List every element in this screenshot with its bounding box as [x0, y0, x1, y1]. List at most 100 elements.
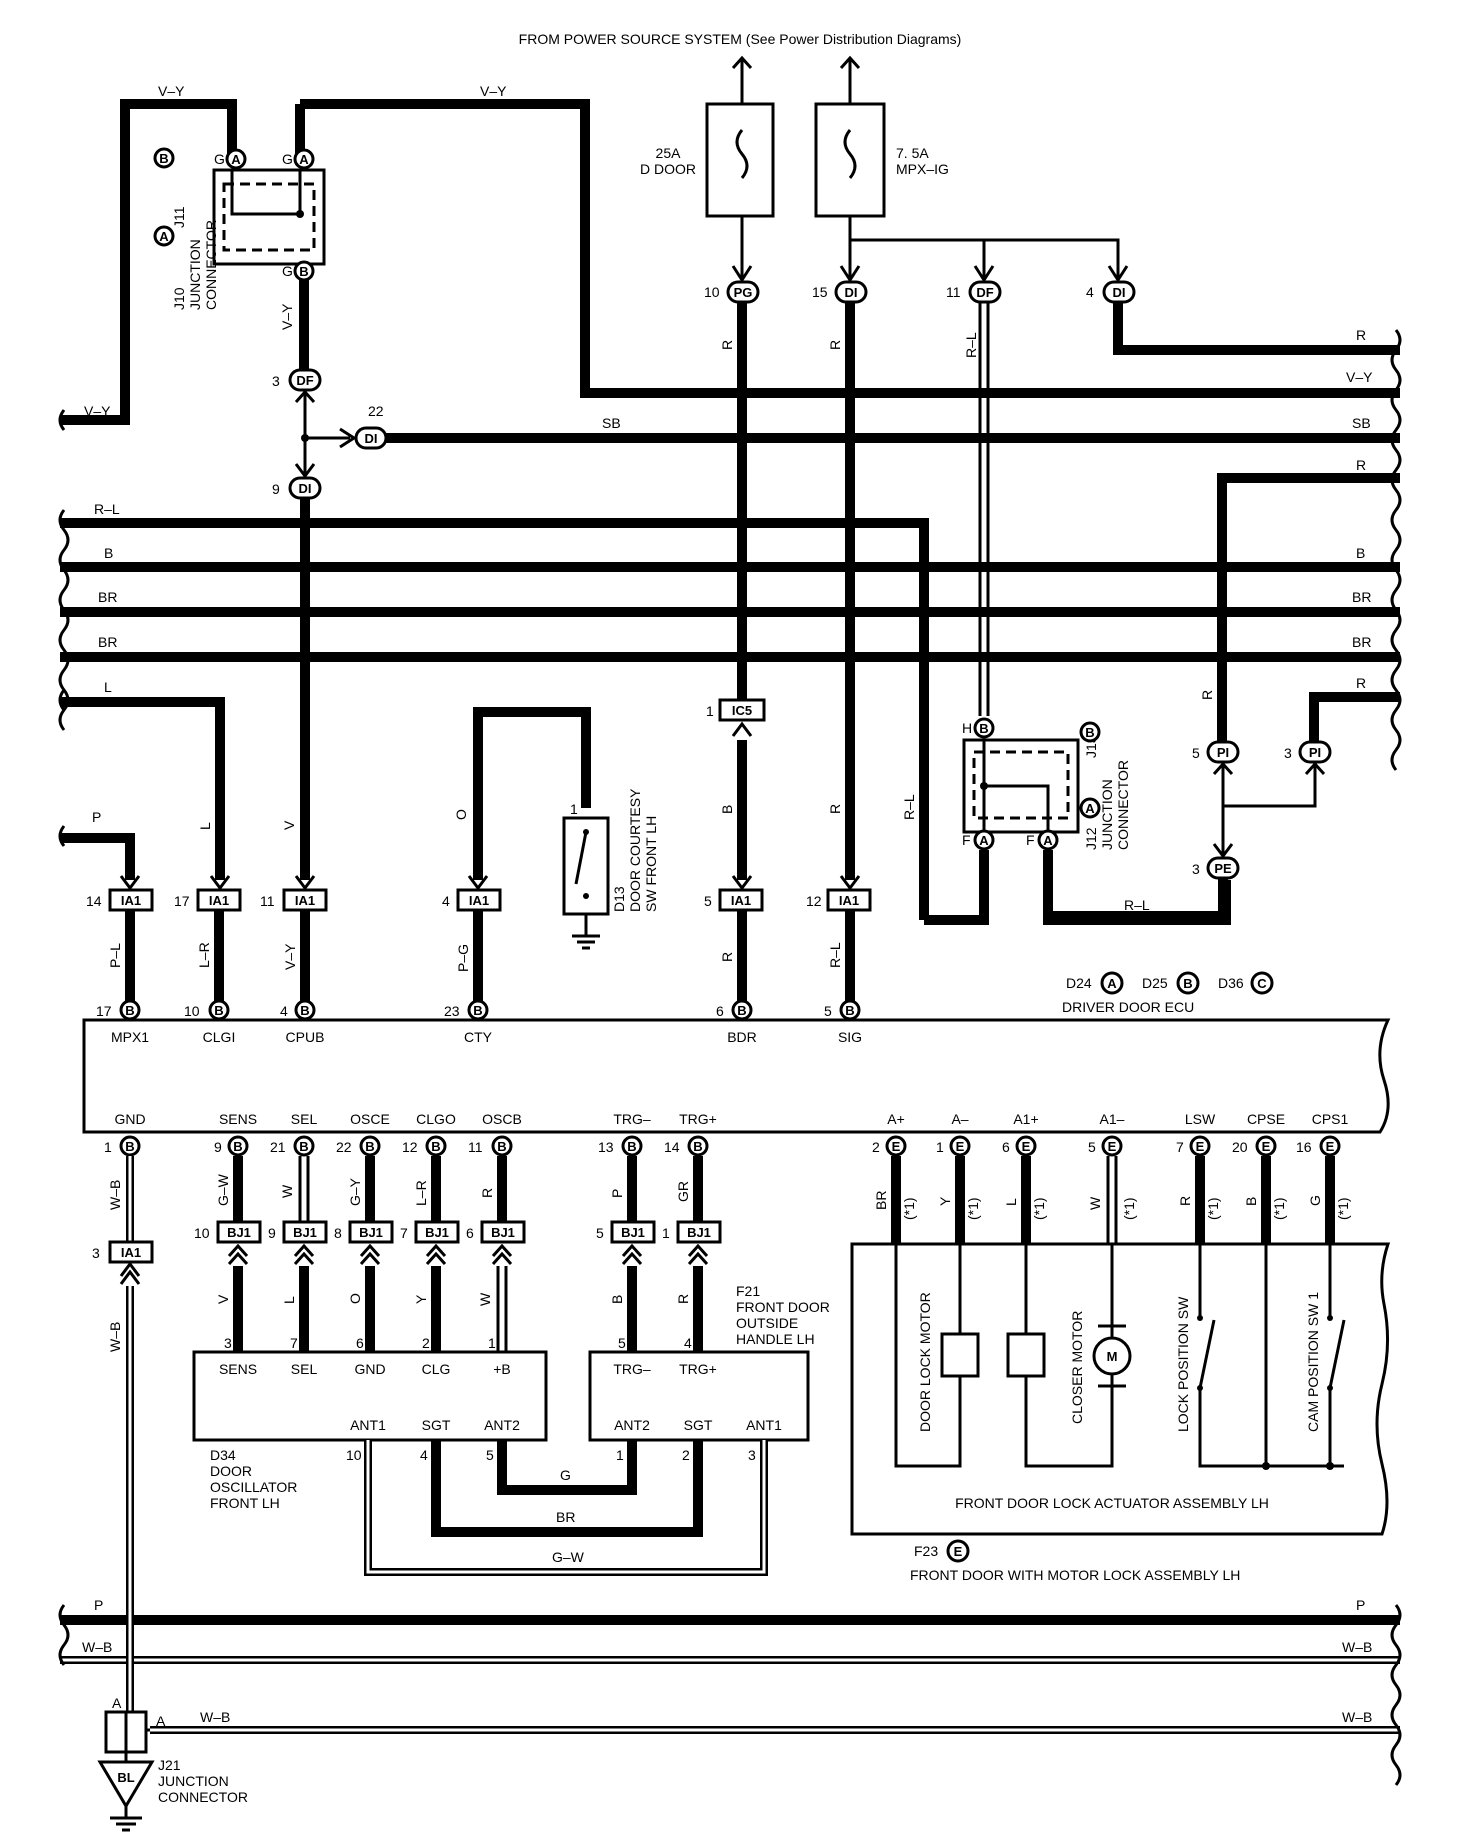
- svg-text:1: 1: [616, 1447, 624, 1463]
- svg-text:R: R: [827, 340, 843, 350]
- svg-text:3: 3: [1284, 745, 1292, 761]
- svg-text:ANT2: ANT2: [484, 1417, 520, 1433]
- wire-label-wb-2r: W–B: [1342, 1709, 1372, 1725]
- svg-text:SEL: SEL: [291, 1361, 318, 1377]
- d34-door-oscillator: SENS SEL GND CLG +B ANT1 SGT ANT2 D34 DO…: [192, 1350, 548, 1511]
- svg-text:7: 7: [1176, 1139, 1184, 1155]
- svg-text:B: B: [845, 1003, 854, 1018]
- svg-text:E: E: [1196, 1139, 1205, 1154]
- wire-label-p-right: P: [1356, 1597, 1365, 1613]
- svg-text:FRONT LH: FRONT LH: [210, 1495, 280, 1511]
- svg-text:B: B: [979, 721, 988, 736]
- svg-text:3: 3: [92, 1245, 100, 1261]
- svg-text:5: 5: [618, 1335, 626, 1351]
- svg-text:OUTSIDE: OUTSIDE: [736, 1315, 798, 1331]
- svg-text:PE: PE: [1214, 861, 1232, 876]
- svg-text:B: B: [233, 1139, 242, 1154]
- svg-text:A: A: [299, 152, 309, 167]
- svg-text:BL: BL: [117, 1770, 134, 1785]
- fuse-7-5a: 7. 5A MPX–IG: [814, 55, 949, 218]
- svg-text:5: 5: [596, 1225, 604, 1241]
- wire-label-vy-top: V–Y: [480, 83, 507, 99]
- svg-text:B: B: [300, 1003, 309, 1018]
- svg-text:CONNECTOR: CONNECTOR: [1115, 760, 1131, 850]
- svg-text:B: B: [159, 151, 168, 166]
- svg-text:B: B: [627, 1139, 636, 1154]
- svg-text:IA1: IA1: [469, 893, 489, 908]
- ia1-row: IA1 14 P–L L IA1 17 L–R V IA1 11 V–Y IA1…: [86, 820, 872, 1004]
- svg-text:G: G: [1307, 1195, 1323, 1206]
- svg-text:O: O: [453, 809, 469, 820]
- svg-text:B: B: [1243, 1197, 1259, 1206]
- svg-text:G: G: [560, 1467, 571, 1483]
- svg-text:B: B: [365, 1139, 374, 1154]
- wire-label-sb-right: SB: [1352, 415, 1371, 431]
- svg-text:9: 9: [272, 481, 280, 497]
- svg-text:FRONT DOOR: FRONT DOOR: [736, 1299, 830, 1315]
- svg-text:CLG: CLG: [422, 1361, 451, 1377]
- wire-label-l: L: [104, 679, 112, 695]
- svg-text:PI: PI: [1309, 745, 1321, 760]
- svg-text:5: 5: [486, 1447, 494, 1463]
- svg-text:SIG: SIG: [838, 1029, 862, 1045]
- svg-text:3: 3: [1192, 861, 1200, 877]
- svg-text:1: 1: [104, 1139, 112, 1155]
- svg-text:IA1: IA1: [121, 893, 141, 908]
- svg-text:1: 1: [706, 703, 714, 719]
- svg-text:W: W: [279, 1184, 295, 1198]
- j12-j13-junction: B H A F A F J12 J13 JUNCTION CONNECTOR A…: [962, 717, 1131, 851]
- svg-text:1: 1: [488, 1335, 496, 1351]
- svg-text:20: 20: [1232, 1139, 1248, 1155]
- wire-label-br-1r: BR: [1352, 589, 1371, 605]
- svg-text:4: 4: [442, 893, 450, 909]
- svg-text:A: A: [1085, 801, 1095, 816]
- j10-j11-junction: V–Y V–Y A G A G B G J10 J11 JUNCTION CON…: [60, 83, 326, 425]
- wire-label-rl-left: R–L: [94, 501, 120, 517]
- svg-text:E: E: [1262, 1139, 1271, 1154]
- svg-text:B: B: [473, 1003, 482, 1018]
- svg-text:B: B: [431, 1139, 440, 1154]
- svg-text:BJ1: BJ1: [293, 1225, 317, 1240]
- svg-text:12: 12: [402, 1139, 418, 1155]
- svg-text:11: 11: [946, 284, 961, 300]
- svg-text:SEL: SEL: [291, 1111, 318, 1127]
- svg-text:R–L: R–L: [901, 794, 917, 820]
- svg-text:R: R: [719, 952, 735, 962]
- j10-pin-g-3: G: [282, 263, 293, 279]
- svg-text:W–B: W–B: [107, 1322, 123, 1352]
- driver-door-ecu: D24 A D25 B D36 C DRIVER DOOR ECU B 17 B…: [82, 971, 1391, 1134]
- svg-text:TRG+: TRG+: [679, 1111, 717, 1127]
- svg-text:A: A: [1107, 976, 1117, 991]
- svg-text:R: R: [675, 1294, 691, 1304]
- svg-text:14: 14: [664, 1139, 680, 1155]
- svg-text:SENS: SENS: [219, 1361, 257, 1377]
- j11-ref: J11: [171, 206, 187, 228]
- svg-text:17: 17: [96, 1003, 112, 1019]
- svg-text:17: 17: [174, 893, 190, 909]
- svg-text:BJ1: BJ1: [425, 1225, 449, 1240]
- svg-text:W: W: [477, 1292, 493, 1306]
- svg-text:V–Y: V–Y: [282, 943, 298, 970]
- svg-text:W: W: [1087, 1196, 1103, 1210]
- wire-label-r-1: R: [1356, 327, 1366, 343]
- svg-text:DI: DI: [1113, 285, 1126, 300]
- svg-text:8: 8: [334, 1225, 342, 1241]
- svg-text:E: E: [892, 1139, 901, 1154]
- svg-text:A: A: [156, 1713, 166, 1729]
- svg-text:Y: Y: [937, 1196, 953, 1206]
- svg-text:F23: F23: [914, 1543, 938, 1559]
- bus-wires: R V–Y V–Y SB SB R R–L B B BR BR BR BR L …: [60, 83, 1400, 1734]
- svg-text:6: 6: [716, 1003, 724, 1019]
- svg-text:D34: D34: [210, 1447, 236, 1463]
- f21-outside-handle: F21 FRONT DOOR OUTSIDE HANDLE LH TRG– TR…: [588, 1283, 830, 1463]
- svg-text:L–R: L–R: [413, 1180, 429, 1206]
- svg-text:CTY: CTY: [464, 1029, 493, 1045]
- svg-text:(*1): (*1): [901, 1197, 917, 1220]
- svg-text:9: 9: [268, 1225, 276, 1241]
- wire-label-sb-mid: SB: [602, 415, 621, 431]
- svg-text:BJ1: BJ1: [621, 1225, 645, 1240]
- svg-text:R–L: R–L: [963, 332, 979, 358]
- svg-text:R: R: [719, 340, 735, 350]
- svg-text:4: 4: [420, 1447, 428, 1463]
